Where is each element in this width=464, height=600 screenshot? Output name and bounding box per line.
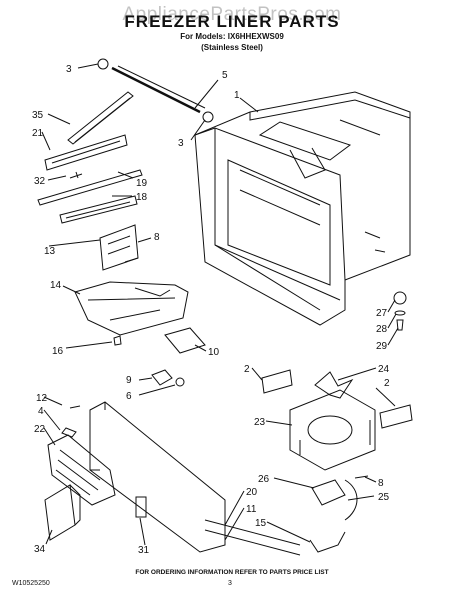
callout: 8: [378, 478, 384, 489]
callout: 18: [136, 192, 148, 203]
callout: 16: [52, 346, 64, 357]
callout: 13: [44, 246, 56, 257]
page-number: 3: [228, 580, 232, 587]
callout: 9: [126, 375, 132, 386]
callout: 8: [154, 232, 160, 243]
callout: 3: [178, 138, 184, 149]
page-title: FREEZER LINER PARTS: [124, 12, 340, 31]
callout: 14: [50, 280, 62, 291]
callout: 24: [378, 364, 390, 375]
finish-line: (Stainless Steel): [201, 43, 263, 52]
callout: 12: [36, 393, 48, 404]
callout: 23: [254, 417, 266, 428]
freezer-liner-drawing: [194, 91, 411, 326]
callout: 11: [246, 504, 257, 515]
ordering-instruction: FOR ORDERING INFORMATION REFER TO PARTS …: [135, 569, 329, 576]
callout: 20: [246, 487, 258, 498]
callout: 3: [66, 64, 72, 75]
callout: 28: [376, 324, 388, 335]
callout: 32: [34, 176, 46, 187]
callout: 22: [34, 424, 46, 435]
callout: 27: [376, 308, 388, 319]
callout: 25: [378, 492, 390, 503]
callout: 2: [384, 378, 390, 389]
callout: 19: [136, 178, 148, 189]
callout-labels: 3 5 1 35 3 21 32 19 18 13 8 14 16 10 27 …: [32, 64, 390, 556]
callout: 21: [32, 128, 44, 139]
watermark: AppliancePartsPros.com: [122, 4, 342, 25]
doc-number: W10525250: [12, 580, 50, 587]
callout: 4: [38, 406, 44, 417]
callout: 26: [258, 474, 270, 485]
callout: 6: [126, 391, 132, 402]
callout: 1: [234, 90, 240, 101]
callout: 15: [255, 518, 267, 529]
callout: 31: [138, 545, 150, 556]
callout: 29: [376, 341, 388, 352]
callout: 34: [34, 544, 46, 555]
callout: 5: [222, 70, 228, 81]
callout: 35: [32, 110, 44, 121]
model-line: For Models: IX6HHEXWS09: [180, 32, 284, 41]
callout: 2: [244, 364, 250, 375]
callout: 10: [208, 347, 220, 358]
